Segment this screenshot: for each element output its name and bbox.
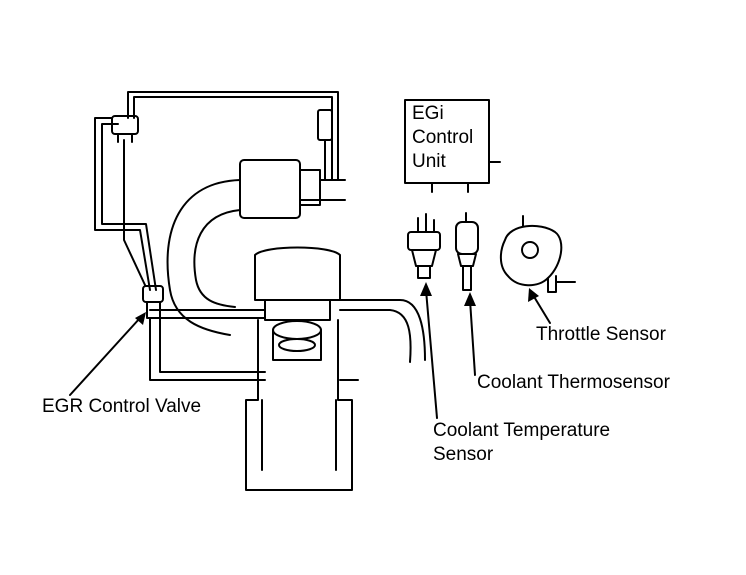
coolant-thermosensor xyxy=(455,212,479,291)
vacuum-hose-lines xyxy=(94,91,339,291)
egr-arrow-head xyxy=(135,312,146,325)
egr-valve-body xyxy=(142,285,164,319)
coolant-temperature-sensor-label-line1: Coolant Temperature xyxy=(433,420,611,441)
ecu-label-line2: Control xyxy=(412,127,474,148)
ecu-label-line3: Unit xyxy=(412,151,446,172)
ecu-connector-pins xyxy=(431,161,501,193)
egi-control-unit-box xyxy=(404,99,490,184)
vacuum-switching-valve-left xyxy=(111,115,139,143)
egr-control-valve-label: EGR Control Valve xyxy=(42,396,202,417)
throttle-sensor-label: Throttle Sensor xyxy=(536,324,666,345)
throttle-sensor xyxy=(499,215,576,293)
label-leader-arrows xyxy=(69,289,551,419)
coolant-temp-arrow-head xyxy=(420,282,432,296)
vacuum-switching-valve-right xyxy=(317,109,346,181)
coolant-thermosensor-label: Coolant Thermosensor xyxy=(477,372,670,393)
intake-manifold xyxy=(149,299,426,381)
throttle-arrow-head xyxy=(528,288,539,302)
coolant-temperature-sensor xyxy=(407,213,441,279)
air-chamber xyxy=(239,159,346,219)
intake-duct xyxy=(166,179,241,336)
coolant-temperature-sensor-label-line2: Sensor xyxy=(433,444,494,465)
thermosensor-arrow-head xyxy=(464,292,476,306)
ecu-label-line1: EGi xyxy=(412,103,444,124)
engine-block xyxy=(245,246,353,491)
